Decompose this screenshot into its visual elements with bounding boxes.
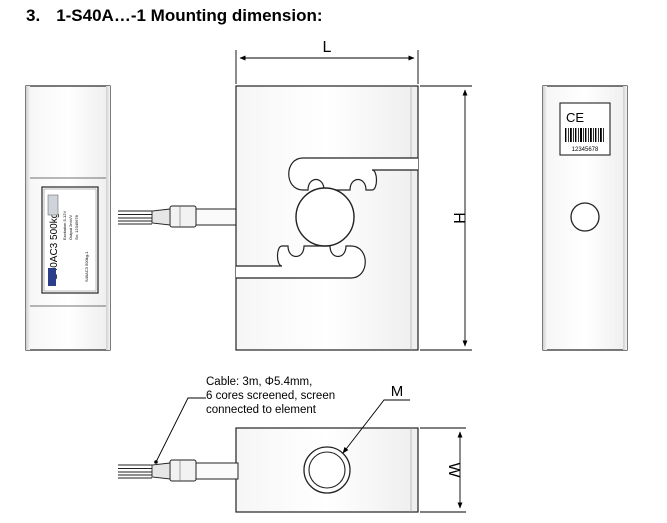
side-label-logo	[48, 268, 56, 286]
cable-note-line-3: connected to element	[206, 404, 317, 416]
dimension-label-l: L	[323, 39, 332, 56]
cable-top	[118, 205, 239, 228]
s-beam-front-view	[235, 85, 419, 351]
dimension-label-w: W	[445, 462, 462, 478]
side-label-line-1: Excitation 5-12V	[62, 211, 67, 240]
side-label-plate: S40AC3 500kg Excitation 5-12V Output 2mV…	[41, 186, 99, 294]
side-label-line-4: S40AC3 500kg-1	[84, 251, 89, 282]
dimension-height: H	[420, 85, 472, 351]
end-view: CE 12345678	[542, 85, 628, 351]
front-label-plate: CE 12345678	[559, 102, 611, 156]
side-label-model: S40AC3 500kg	[49, 213, 60, 280]
dimension-length: L	[235, 39, 419, 84]
dimension-label-h: H	[450, 212, 467, 224]
cable-note-line-1: Cable: 3m, Φ5.4mm,	[206, 376, 312, 388]
cable-bottom	[118, 459, 239, 482]
side-label-line-2: Output 2mV/V	[68, 215, 73, 240]
mount-thread-inner	[308, 451, 346, 489]
bottom-view	[235, 427, 419, 513]
heading-number: 3.	[26, 6, 41, 25]
side-label-stripes	[47, 194, 59, 216]
thread-callout: M	[342, 383, 410, 454]
center-hole	[295, 187, 355, 247]
page-heading: 3. 1-S40A…-1 Mounting dimension:	[26, 6, 323, 26]
dimension-width: W	[420, 427, 466, 513]
side-view: S40AC3 500kg Excitation 5-12V Output 2mV…	[25, 85, 111, 351]
end-view-hole	[570, 202, 600, 232]
cable-callout: Cable: 3m, Φ5.4mm, 6 cores screened, scr…	[154, 376, 335, 464]
dimension-label-m: M	[391, 383, 404, 400]
barcode-number: 12345678	[572, 147, 599, 153]
side-label-line-3: Sn: 12345678	[74, 214, 79, 240]
barcode	[565, 128, 604, 142]
cable-note-line-2: 6 cores screened, screen	[206, 390, 335, 402]
heading-title: 1-S40A…-1 Mounting dimension:	[56, 6, 323, 25]
ce-mark: CE	[566, 110, 584, 125]
